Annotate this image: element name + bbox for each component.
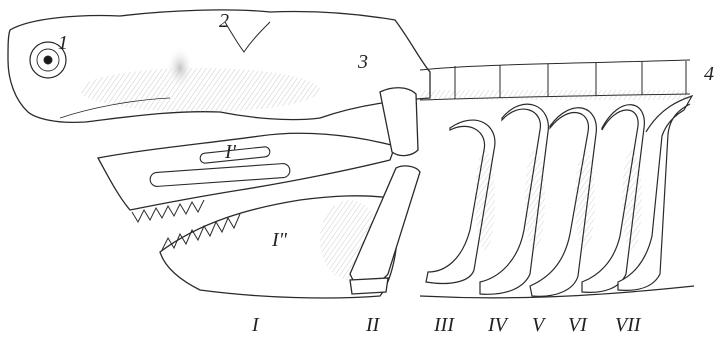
arch-label-V: V [532,314,547,336]
arch-label-IV: IV [487,314,510,336]
arch-label-II: II [365,314,381,336]
arch-label-VII: VII [615,314,642,336]
arch-label-VI: VI [568,314,588,336]
vertebral-shading [420,90,690,100]
label-1-prime: I' [224,141,237,163]
label-1-double-prime: I" [271,229,288,251]
arch-label-I: I [251,314,260,336]
cranium-shading [80,68,320,112]
label-3: 3 [357,51,368,73]
label-1: 1 [58,32,68,54]
label-4: 4 [704,63,714,85]
cranium-fossa [166,46,194,90]
label-2: 2 [219,10,229,32]
arch-label-III: III [433,314,455,336]
hyoid-arch [350,88,420,294]
branchial-arches [420,96,694,298]
gill-ray-shading [475,150,642,250]
